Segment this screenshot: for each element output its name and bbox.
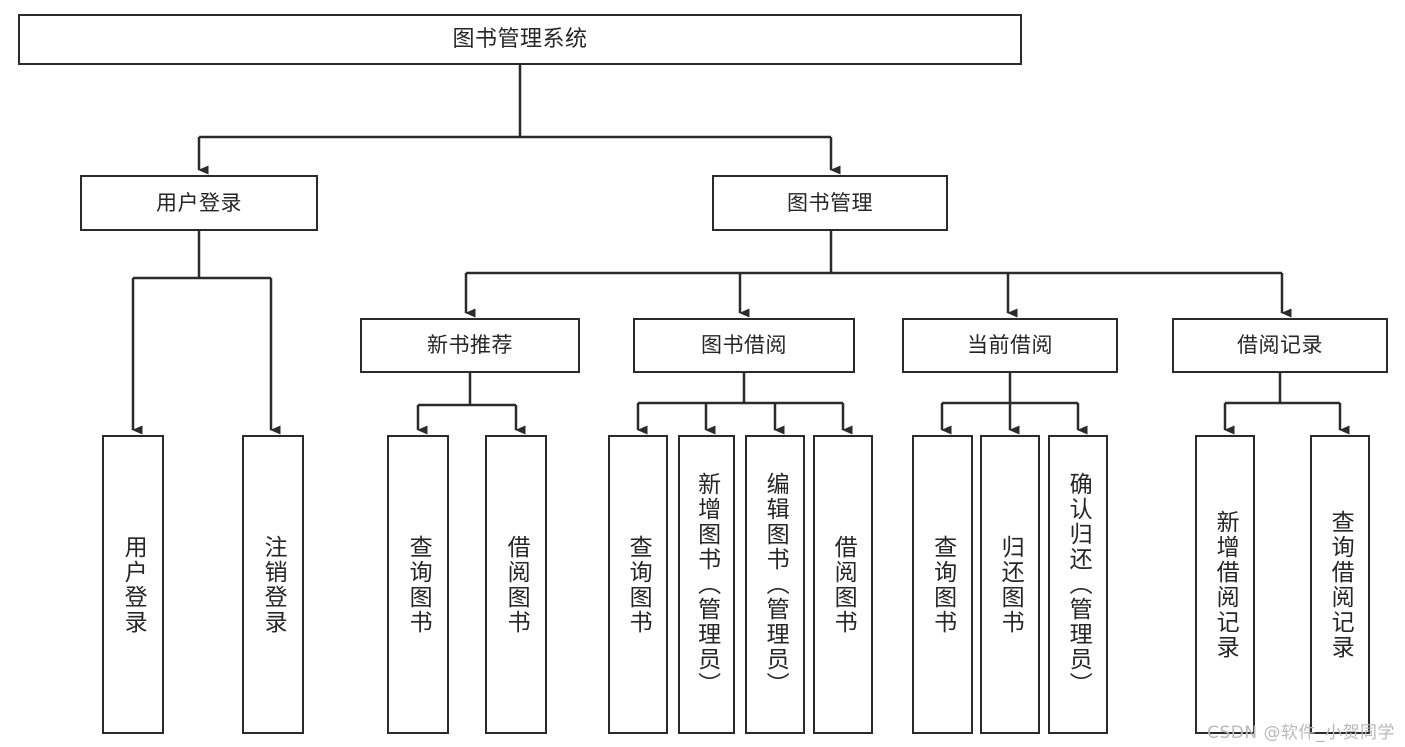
node-new-book-recommend-label: 新书推荐: [427, 333, 513, 358]
node-leaf-user-login[interactable]: 用户登录: [102, 435, 164, 734]
node-leaf-query-record[interactable]: 查询借阅记录: [1310, 435, 1370, 734]
node-leaf-query-book-3[interactable]: 查询图书: [912, 435, 973, 734]
node-leaf-edit-book-label: 编辑图书（管理员）: [762, 472, 789, 697]
node-new-book-recommend[interactable]: 新书推荐: [360, 318, 580, 373]
node-leaf-query-book-2-label: 查询图书: [625, 534, 652, 635]
node-book-borrow-label: 图书借阅: [701, 333, 787, 358]
node-root-label: 图书管理系统: [452, 26, 588, 52]
node-book-borrow[interactable]: 图书借阅: [633, 318, 855, 373]
node-leaf-logout-label: 注销登录: [260, 534, 287, 635]
node-leaf-query-book-1[interactable]: 查询图书: [387, 435, 449, 734]
node-leaf-borrow-book-1-label: 借阅图书: [503, 534, 530, 635]
node-leaf-query-book-3-label: 查询图书: [929, 534, 956, 635]
node-current-borrow-label: 当前借阅: [967, 333, 1053, 358]
node-root[interactable]: 图书管理系统: [18, 14, 1022, 65]
node-leaf-add-record[interactable]: 新增借阅记录: [1195, 435, 1255, 734]
node-book-manage[interactable]: 图书管理: [712, 175, 948, 231]
node-leaf-query-record-label: 查询借阅记录: [1327, 509, 1354, 660]
node-leaf-add-record-label: 新增借阅记录: [1212, 509, 1239, 660]
node-leaf-borrow-book-1[interactable]: 借阅图书: [485, 435, 547, 734]
node-book-manage-label: 图书管理: [787, 190, 873, 215]
node-leaf-query-book-1-label: 查询图书: [405, 534, 432, 635]
node-leaf-return-book[interactable]: 归还图书: [980, 435, 1040, 734]
node-borrow-record[interactable]: 借阅记录: [1172, 318, 1388, 373]
watermark: CSDN @软件_小贺同学: [1207, 723, 1395, 743]
node-leaf-borrow-book-2[interactable]: 借阅图书: [813, 435, 873, 734]
node-borrow-record-label: 借阅记录: [1237, 333, 1323, 358]
node-user-login[interactable]: 用户登录: [80, 175, 318, 231]
node-leaf-add-book[interactable]: 新增图书（管理员）: [678, 435, 735, 734]
node-leaf-query-book-2[interactable]: 查询图书: [608, 435, 668, 734]
node-leaf-add-book-label: 新增图书（管理员）: [693, 472, 720, 697]
node-leaf-edit-book[interactable]: 编辑图书（管理员）: [745, 435, 805, 734]
node-leaf-borrow-book-2-label: 借阅图书: [830, 534, 857, 635]
node-leaf-confirm-return-label: 确认归还（管理员）: [1065, 472, 1092, 697]
node-leaf-return-book-label: 归还图书: [997, 534, 1024, 635]
node-user-login-label: 用户登录: [156, 190, 242, 215]
node-leaf-logout[interactable]: 注销登录: [242, 435, 304, 734]
node-leaf-confirm-return[interactable]: 确认归还（管理员）: [1048, 435, 1108, 734]
node-leaf-user-login-label: 用户登录: [120, 534, 147, 635]
node-current-borrow[interactable]: 当前借阅: [902, 318, 1118, 373]
